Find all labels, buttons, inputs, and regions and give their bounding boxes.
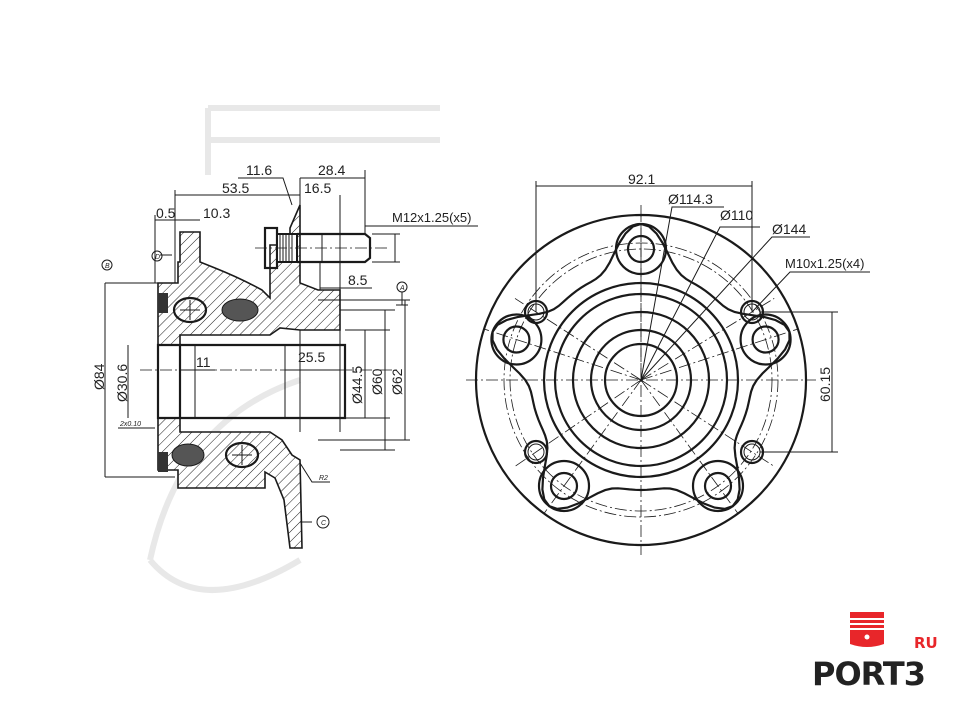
hole-centerline: [640, 379, 775, 467]
bearing-ball-upper-2: [221, 298, 259, 322]
dim-11: 11: [196, 354, 211, 370]
dim-pcd-114-3: Ø114.3: [668, 191, 713, 207]
bolt-centerline: [640, 379, 739, 514]
dim-28-4: 28.4: [318, 162, 345, 178]
piston-icon: [850, 612, 884, 647]
side-dimension-lines: [104, 170, 478, 523]
dim-60-15: 60.15: [817, 367, 833, 402]
seal-upper: [158, 293, 168, 313]
logo-text: PORT3: [812, 655, 926, 693]
dim-dia-62: Ø62: [389, 368, 405, 395]
wheel-bolt-hole: [703, 471, 733, 501]
dim-92-1: 92.1: [628, 171, 655, 187]
datum-d: D: [151, 250, 163, 262]
side-section-view: 11.6 28.4 53.5 16.5 0.5 10.3 M12x1.25(x5…: [91, 162, 478, 549]
svg-text:B: B: [105, 263, 110, 270]
dim-16-5: 16.5: [304, 180, 331, 196]
dim-11-6: 11.6: [246, 162, 272, 178]
wheel-bolt-hole: [549, 471, 579, 501]
bearing-ball-lower-1: [171, 443, 205, 467]
datum-b: B: [101, 259, 113, 271]
wheel-bolt-hole: [751, 325, 780, 354]
wheel-bolt-hole: [502, 325, 531, 354]
bore-inner: [156, 343, 182, 420]
dim-dia-144: Ø144: [772, 221, 806, 237]
datum-c: C: [316, 515, 330, 529]
dim-radius: R2: [319, 475, 328, 482]
dim-hole-thread: M10x1.25(x4): [785, 256, 864, 271]
dim-10-3: 10.3: [203, 205, 230, 221]
dim-8-5: 8.5: [348, 272, 368, 288]
bearing-ball-upper-1: [172, 296, 208, 324]
hole-centerline: [514, 379, 642, 467]
svg-text:A: A: [399, 285, 405, 292]
bore: [180, 343, 347, 420]
dim-dia-84: Ø84: [91, 363, 107, 390]
dim-dia-60: Ø60: [369, 368, 385, 395]
wheel-bolt-boss: [739, 313, 792, 366]
threaded-hole-inner: [527, 443, 545, 461]
dim-chamfer: 2x0.10: [119, 421, 141, 428]
svg-text:C: C: [321, 520, 327, 527]
wheel-bolt-boss: [490, 313, 543, 366]
dim-dia-110: Ø110: [720, 207, 753, 223]
datum-a: A: [396, 281, 408, 306]
dim-25-5: 25.5: [298, 349, 325, 365]
svg-text:D: D: [155, 254, 160, 261]
dim-0-5: 0.5: [156, 205, 176, 221]
dim-stud-thread: M12x1.25(x5): [392, 210, 471, 225]
hole-centerline: [514, 298, 642, 381]
threaded-hole: [523, 439, 549, 465]
bearing-ball-lower-2: [224, 441, 260, 469]
dim-dia-30-6: Ø30.6: [114, 364, 130, 402]
dim-53-5: 53.5: [222, 180, 249, 196]
logo-suffix: RU: [914, 634, 938, 652]
bolt-centerline: [640, 328, 799, 381]
bolt-centerline: [543, 379, 642, 514]
wheel-bolt-boss: [691, 459, 745, 513]
seal-lower: [158, 452, 168, 472]
dim-dia-44-5: Ø44.5: [349, 366, 365, 404]
hub-body-lower: [157, 417, 303, 549]
front-dimension-lines: [535, 181, 870, 453]
bolt-centerline: [483, 328, 642, 381]
wheel-bolt-boss: [537, 459, 591, 513]
hub-body-upper: [157, 204, 341, 346]
port3-logo: PORT3 RU: [812, 610, 956, 694]
